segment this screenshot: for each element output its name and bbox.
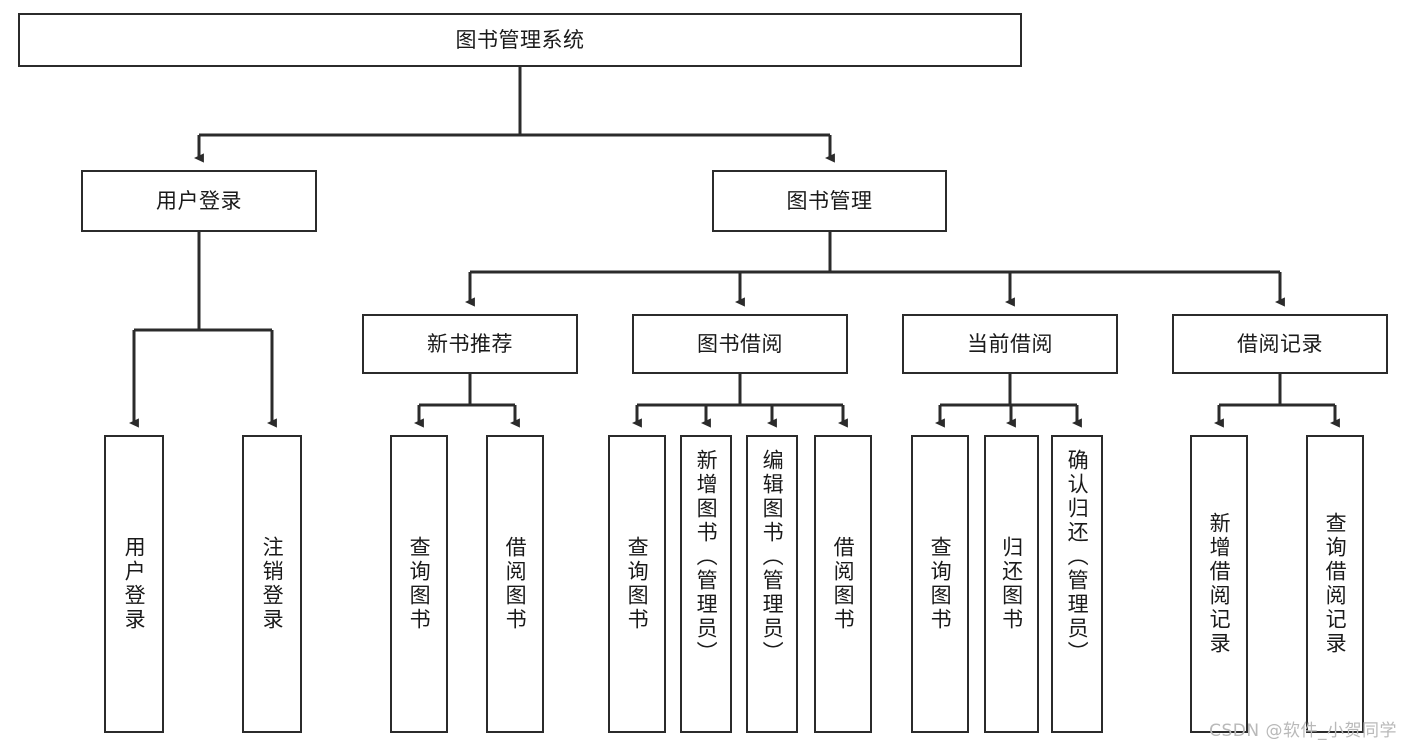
node-leaf-borrow-book-1-label: 借阅图书 bbox=[503, 536, 528, 632]
node-leaf-add-book[interactable]: 新增图书（管理员） bbox=[680, 435, 732, 733]
node-leaf-query-record[interactable]: 查询借阅记录 bbox=[1306, 435, 1364, 733]
node-book-borrow-label: 图书借阅 bbox=[697, 331, 783, 356]
node-leaf-logout[interactable]: 注销登录 bbox=[242, 435, 302, 733]
node-leaf-query-book-2[interactable]: 查询图书 bbox=[608, 435, 666, 733]
node-leaf-borrow-book-2-label: 借阅图书 bbox=[831, 536, 856, 632]
node-leaf-return-book[interactable]: 归还图书 bbox=[984, 435, 1039, 733]
node-leaf-logout-label: 注销登录 bbox=[260, 536, 285, 632]
node-borrow-record[interactable]: 借阅记录 bbox=[1172, 314, 1388, 374]
node-leaf-confirm-return-label: 确认归还（管理员） bbox=[1065, 449, 1090, 665]
node-user-login-label: 用户登录 bbox=[156, 188, 242, 213]
node-leaf-borrow-book-2[interactable]: 借阅图书 bbox=[814, 435, 872, 733]
node-leaf-query-book-1[interactable]: 查询图书 bbox=[390, 435, 448, 733]
node-user-login[interactable]: 用户登录 bbox=[81, 170, 317, 232]
node-leaf-edit-book[interactable]: 编辑图书（管理员） bbox=[746, 435, 798, 733]
node-borrow-record-label: 借阅记录 bbox=[1237, 331, 1323, 356]
node-root-label: 图书管理系统 bbox=[455, 27, 585, 52]
node-leaf-add-record-label: 新增借阅记录 bbox=[1207, 512, 1232, 656]
node-leaf-add-record[interactable]: 新增借阅记录 bbox=[1190, 435, 1248, 733]
node-leaf-query-book-3[interactable]: 查询图书 bbox=[911, 435, 969, 733]
watermark-text: CSDN @软件_小贺同学 bbox=[1209, 721, 1397, 741]
node-new-book-rec[interactable]: 新书推荐 bbox=[362, 314, 578, 374]
node-leaf-query-book-3-label: 查询图书 bbox=[928, 536, 953, 632]
node-leaf-add-book-label: 新增图书（管理员） bbox=[694, 449, 719, 665]
node-leaf-confirm-return[interactable]: 确认归还（管理员） bbox=[1051, 435, 1103, 733]
node-leaf-return-book-label: 归还图书 bbox=[999, 536, 1024, 632]
node-book-borrow[interactable]: 图书借阅 bbox=[632, 314, 848, 374]
node-leaf-query-book-1-label: 查询图书 bbox=[407, 536, 432, 632]
node-leaf-query-record-label: 查询借阅记录 bbox=[1323, 512, 1348, 656]
node-leaf-borrow-book-1[interactable]: 借阅图书 bbox=[486, 435, 544, 733]
node-current-borrow-label: 当前借阅 bbox=[967, 331, 1053, 356]
node-root[interactable]: 图书管理系统 bbox=[18, 13, 1022, 67]
node-leaf-user-login[interactable]: 用户登录 bbox=[104, 435, 164, 733]
node-leaf-query-book-2-label: 查询图书 bbox=[625, 536, 650, 632]
node-book-manage-label: 图书管理 bbox=[786, 188, 873, 213]
node-leaf-user-login-label: 用户登录 bbox=[122, 536, 147, 632]
node-book-manage[interactable]: 图书管理 bbox=[712, 170, 947, 232]
node-new-book-rec-label: 新书推荐 bbox=[427, 331, 513, 356]
node-current-borrow[interactable]: 当前借阅 bbox=[902, 314, 1118, 374]
node-leaf-edit-book-label: 编辑图书（管理员） bbox=[760, 449, 785, 665]
